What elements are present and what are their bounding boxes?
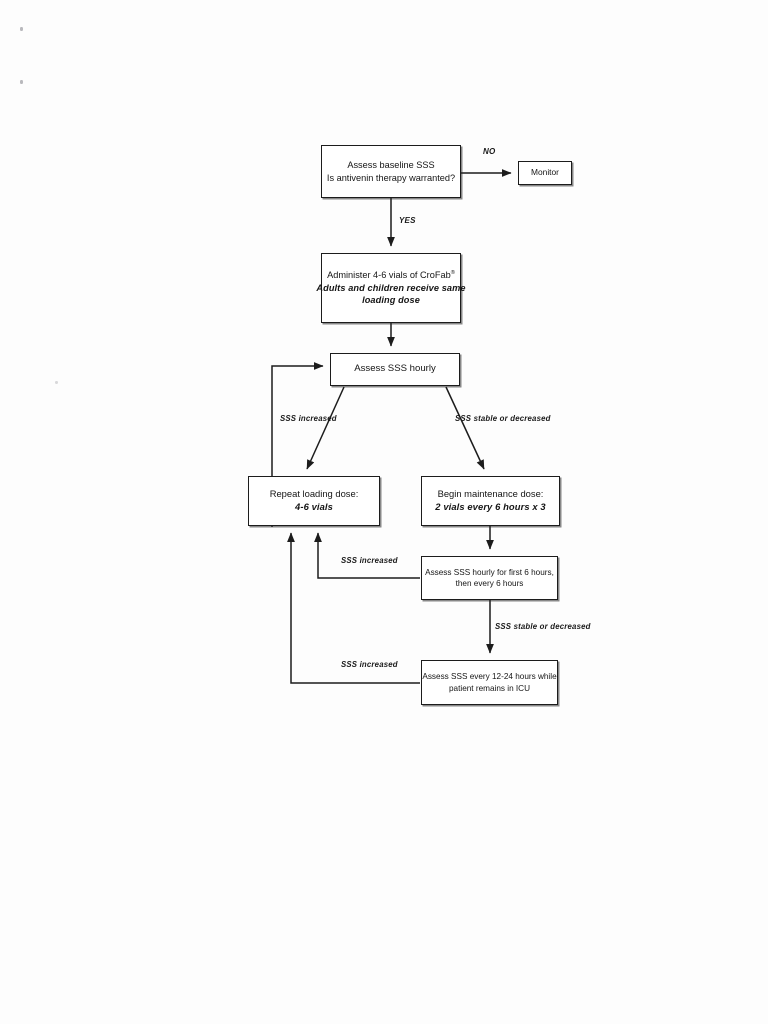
- node-line: patient remains in ICU: [449, 683, 530, 693]
- crofab-text: Administer 4-6 vials of CroFab: [327, 270, 451, 281]
- node-line: 4-6 vials: [295, 501, 333, 512]
- node-assess-sss-hourly[interactable]: Assess SSS hourly: [330, 353, 460, 386]
- scan-speck: [20, 27, 23, 31]
- node-line: Assess SSS hourly: [354, 363, 436, 375]
- edge-label-sss-increased-mid: SSS increased: [341, 556, 398, 565]
- node-line: Begin maintenance dose:: [437, 488, 544, 500]
- node-line: loading dose: [362, 295, 420, 306]
- node-line: Monitor: [531, 167, 559, 178]
- edge-label-sss-stable-bottom: SSS stable or decreased: [495, 622, 591, 631]
- registered-trademark-icon: ®: [450, 270, 455, 277]
- edge-assess6-to-repeat: [314, 532, 420, 579]
- node-line: Is antivenin therapy warranted?: [326, 172, 456, 183]
- edge-assess1224-to-repeat: [287, 532, 420, 684]
- node-line: Adults and children receive same: [316, 282, 466, 293]
- edge-label-yes: YES: [399, 216, 416, 225]
- node-assess-12-24-hours[interactable]: Assess SSS every 12-24 hours while patie…: [421, 660, 558, 705]
- edge-label-sss-stable-top: SSS stable or decreased: [455, 414, 551, 423]
- node-assess-baseline[interactable]: Assess baseline SSS Is antivenin therapy…: [321, 145, 461, 198]
- node-monitor[interactable]: Monitor: [518, 161, 572, 185]
- node-line-crofab: Administer 4-6 vials of CroFab®: [327, 269, 455, 281]
- node-begin-maintenance-dose[interactable]: Begin maintenance dose: 2 vials every 6 …: [421, 476, 560, 526]
- edge-label-no: NO: [483, 147, 496, 156]
- node-line: Assess SSS hourly for first 6 hours,: [425, 567, 554, 577]
- scan-speck: [20, 80, 23, 84]
- edge-label-sss-increased-bottom: SSS increased: [341, 660, 398, 669]
- node-administer-crofab[interactable]: Administer 4-6 vials of CroFab® Adults a…: [316, 253, 466, 323]
- edge-label-sss-increased-top: SSS increased: [280, 414, 337, 423]
- edge-assess-to-repeat: [306, 386, 345, 470]
- edge-repeat-loop-to-assess: [271, 362, 324, 527]
- node-line: then every 6 hours: [455, 579, 524, 588]
- node-assess-first-6-hours[interactable]: Assess SSS hourly for first 6 hours, the…: [421, 556, 558, 600]
- scan-speck: [55, 381, 58, 384]
- node-line: Repeat loading dose:: [269, 488, 359, 500]
- node-repeat-loading-dose[interactable]: Repeat loading dose: 4-6 vials: [248, 476, 380, 526]
- node-line: 2 vials every 6 hours x 3: [435, 501, 546, 512]
- node-line: Assess SSS every 12-24 hours while: [422, 672, 557, 682]
- edge-assess-to-maintenance: [445, 386, 485, 470]
- node-line: Assess baseline SSS: [347, 160, 435, 171]
